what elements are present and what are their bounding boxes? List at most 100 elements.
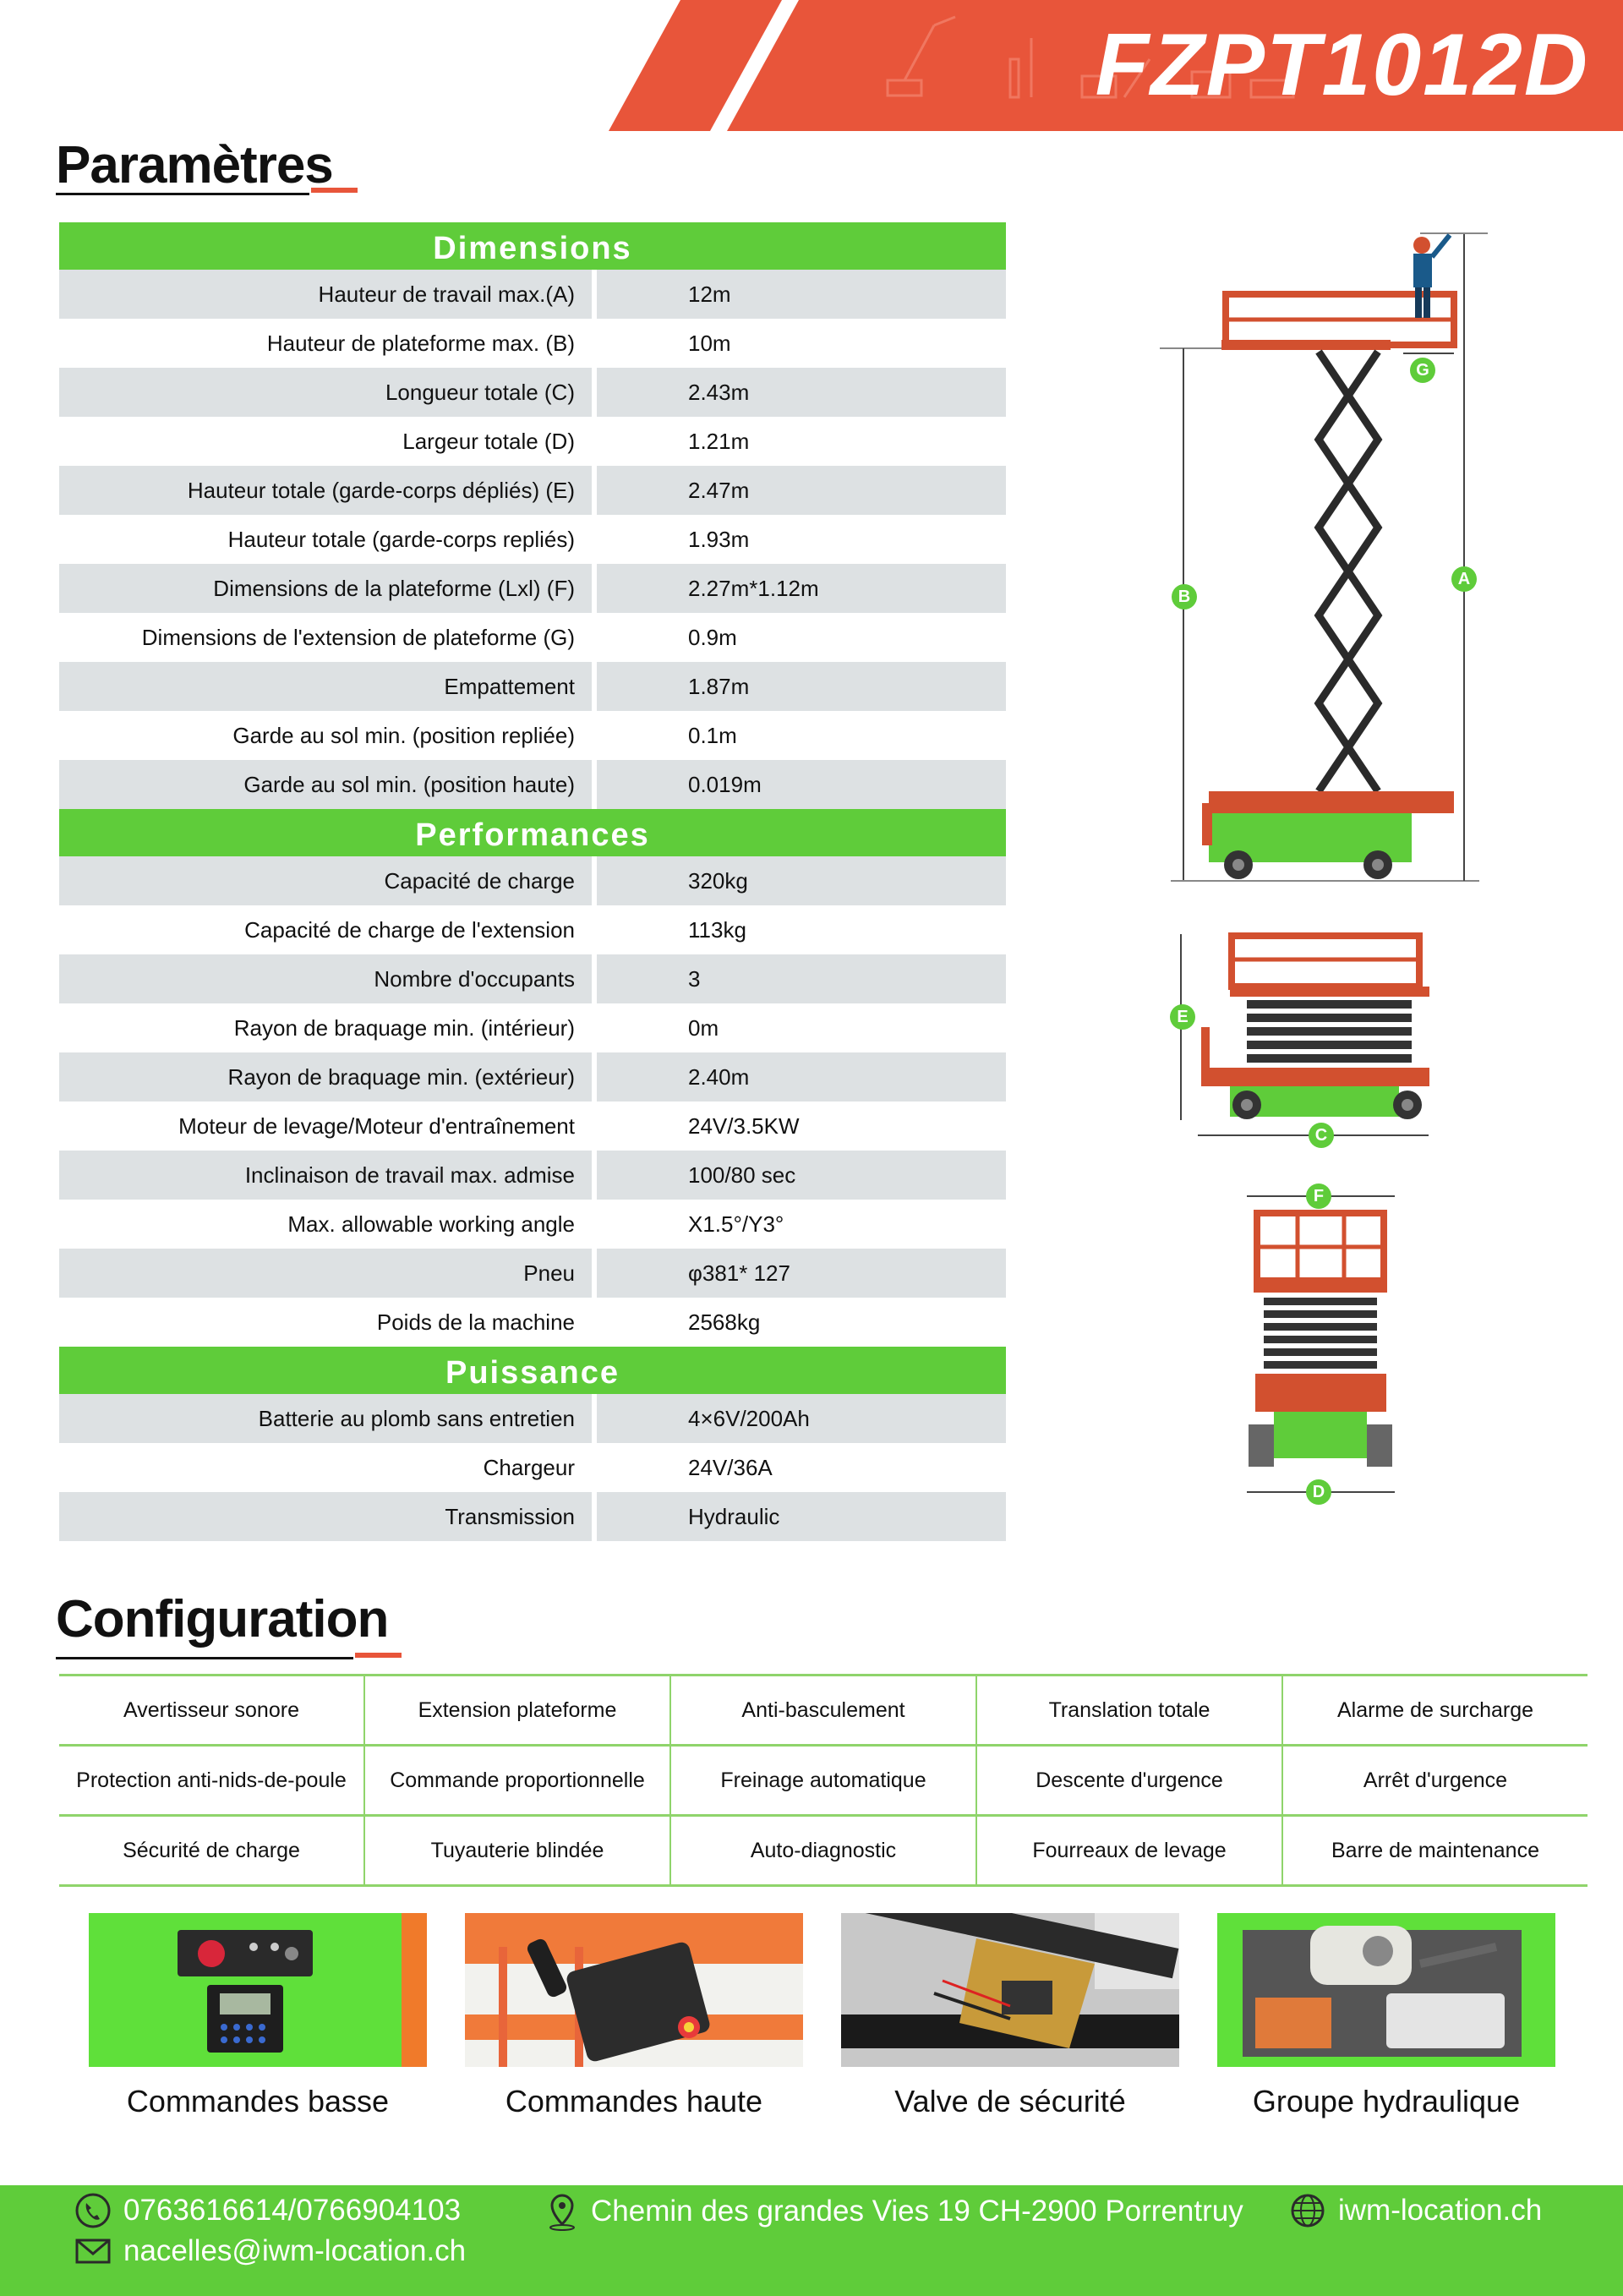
spec-divider bbox=[592, 613, 597, 662]
spec-label: Longueur totale (C) bbox=[59, 368, 592, 417]
spec-divider bbox=[592, 1443, 597, 1492]
config-item: Auto-diagnostic bbox=[671, 1817, 977, 1884]
spec-label: Empattement bbox=[59, 662, 592, 711]
spec-row: Rayon de braquage min. (intérieur) 0m bbox=[59, 1003, 1006, 1052]
spec-value: 320kg bbox=[597, 856, 1006, 905]
spec-value: 24V/3.5KW bbox=[688, 1113, 800, 1139]
spec-divider bbox=[592, 1394, 597, 1443]
spec-value: 2568kg bbox=[688, 1309, 761, 1335]
spec-divider bbox=[592, 905, 597, 954]
spec-value: 1.21m bbox=[688, 429, 750, 454]
config-item: Avertisseur sonore bbox=[59, 1676, 365, 1744]
config-item: Fourreaux de levage bbox=[977, 1817, 1283, 1884]
spec-divider bbox=[592, 1052, 597, 1102]
spec-label: Hauteur de travail max.(A) bbox=[59, 270, 592, 319]
config-grid: Avertisseur sonore Extension plateforme … bbox=[59, 1674, 1587, 1887]
dim-badge-c: C bbox=[1309, 1123, 1334, 1148]
dim-badge-f: F bbox=[1306, 1184, 1331, 1209]
footer-email[interactable]: nacelles@iwm-location.ch bbox=[74, 2234, 466, 2268]
config-item: Anti-basculement bbox=[671, 1676, 977, 1744]
spec-divider bbox=[592, 662, 597, 711]
location-pin-icon bbox=[549, 2194, 575, 2231]
spec-divider bbox=[592, 1102, 597, 1151]
spec-label: Garde au sol min. (position repliée) bbox=[232, 723, 575, 748]
spec-label: Hauteur totale (garde-corps dépliés) (E) bbox=[59, 466, 592, 515]
spec-label: Dimensions de la plateforme (Lxl) (F) bbox=[59, 564, 592, 613]
spec-row: Hauteur totale (garde-corps dépliés) (E)… bbox=[59, 466, 1006, 515]
spec-row: Garde au sol min. (position haute)0.019m bbox=[59, 760, 1006, 809]
spec-row: Hauteur de travail max.(A)12m bbox=[59, 270, 1006, 319]
config-item: Extension plateforme bbox=[365, 1676, 671, 1744]
spec-value: 113kg bbox=[688, 917, 746, 943]
caption-lower-controls: Commandes basse bbox=[126, 2084, 390, 2118]
photo-hydraulic-unit bbox=[1217, 1913, 1555, 2067]
spec-divider bbox=[592, 1249, 597, 1298]
spec-value: φ381* 127 bbox=[597, 1249, 1006, 1298]
params-title: Paramètres bbox=[56, 136, 334, 194]
spec-row: Hauteur de plateforme max. (B) 10m bbox=[59, 319, 1006, 368]
footer-web[interactable]: iwm-location.ch bbox=[1289, 2192, 1542, 2229]
spec-value: Hydraulic bbox=[597, 1492, 1006, 1541]
config-item: Descente d'urgence bbox=[977, 1747, 1283, 1814]
spec-value: 2.43m bbox=[597, 368, 1006, 417]
photo-safety-valve bbox=[841, 1913, 1179, 2067]
config-item: Freinage automatique bbox=[671, 1747, 977, 1814]
spec-row: Dimensions de l'extension de plateforme … bbox=[59, 613, 1006, 662]
spec-label: Moteur de levage/Moteur d'entraînement bbox=[178, 1113, 575, 1139]
spec-value: 2.47m bbox=[597, 466, 1006, 515]
config-title-dash bbox=[355, 1653, 402, 1658]
caption-upper-controls: Commandes haute bbox=[505, 2084, 763, 2118]
spec-value: 10m bbox=[688, 331, 731, 356]
spec-label: Capacité de charge bbox=[59, 856, 592, 905]
config-row: Sécurité de charge Tuyauterie blindée Au… bbox=[59, 1817, 1587, 1887]
spec-value: 0.9m bbox=[688, 625, 737, 650]
spec-label: Hauteur de plateforme max. (B) bbox=[266, 331, 575, 356]
spec-row: Dimensions de la plateforme (Lxl) (F)2.2… bbox=[59, 564, 1006, 613]
spec-value: 0m bbox=[688, 1015, 719, 1041]
spec-row: Rayon de braquage min. (extérieur)2.40m bbox=[59, 1052, 1006, 1102]
spec-label: Rayon de braquage min. (intérieur) bbox=[233, 1015, 575, 1041]
group-header-performances: Performances bbox=[59, 809, 1006, 856]
spec-divider bbox=[592, 368, 597, 417]
config-title: Configuration bbox=[56, 1590, 389, 1648]
spec-table: Dimensions Hauteur de travail max.(A)12m… bbox=[59, 222, 1006, 1541]
group-header-dimensions: Dimensions bbox=[59, 222, 1006, 270]
spec-value: 0.019m bbox=[597, 760, 1006, 809]
phone-text: 0763616614/0766904103 bbox=[123, 2194, 462, 2227]
config-item: Sécurité de charge bbox=[59, 1817, 365, 1884]
dim-badge-g: G bbox=[1410, 358, 1435, 383]
spec-divider bbox=[592, 564, 597, 613]
footer: 0763616614/0766904103 Chemin des grandes… bbox=[0, 2185, 1623, 2296]
footer-phone[interactable]: 0763616614/0766904103 bbox=[74, 2192, 461, 2229]
header-banner bbox=[609, 0, 1623, 131]
email-text: nacelles@iwm-location.ch bbox=[123, 2234, 467, 2267]
spec-divider bbox=[592, 466, 597, 515]
spec-divider bbox=[592, 760, 597, 809]
spec-label: Hauteur totale (garde-corps repliés) bbox=[227, 527, 575, 552]
web-text: iwm-location.ch bbox=[1338, 2194, 1543, 2227]
spec-divider bbox=[592, 319, 597, 368]
dim-badge-b: B bbox=[1172, 584, 1197, 610]
spec-label: Inclinaison de travail max. admise bbox=[59, 1151, 592, 1200]
config-item: Barre de maintenance bbox=[1331, 1839, 1539, 1862]
config-item: Translation totale bbox=[977, 1676, 1283, 1744]
spec-label: Poids de la machine bbox=[376, 1309, 575, 1335]
spec-divider bbox=[592, 270, 597, 319]
spec-row: Hauteur totale (garde-corps repliés)1.93… bbox=[59, 515, 1006, 564]
spec-label: Pneu bbox=[59, 1249, 592, 1298]
spec-label: Max. allowable working angle bbox=[287, 1211, 575, 1237]
footer-address: Chemin des grandes Vies 19 CH-2900 Porre… bbox=[545, 2192, 1243, 2231]
spec-divider bbox=[592, 856, 597, 905]
photo-upper-controls bbox=[465, 1913, 803, 2067]
dim-badge-e: E bbox=[1170, 1004, 1195, 1030]
spec-divider bbox=[592, 954, 597, 1003]
